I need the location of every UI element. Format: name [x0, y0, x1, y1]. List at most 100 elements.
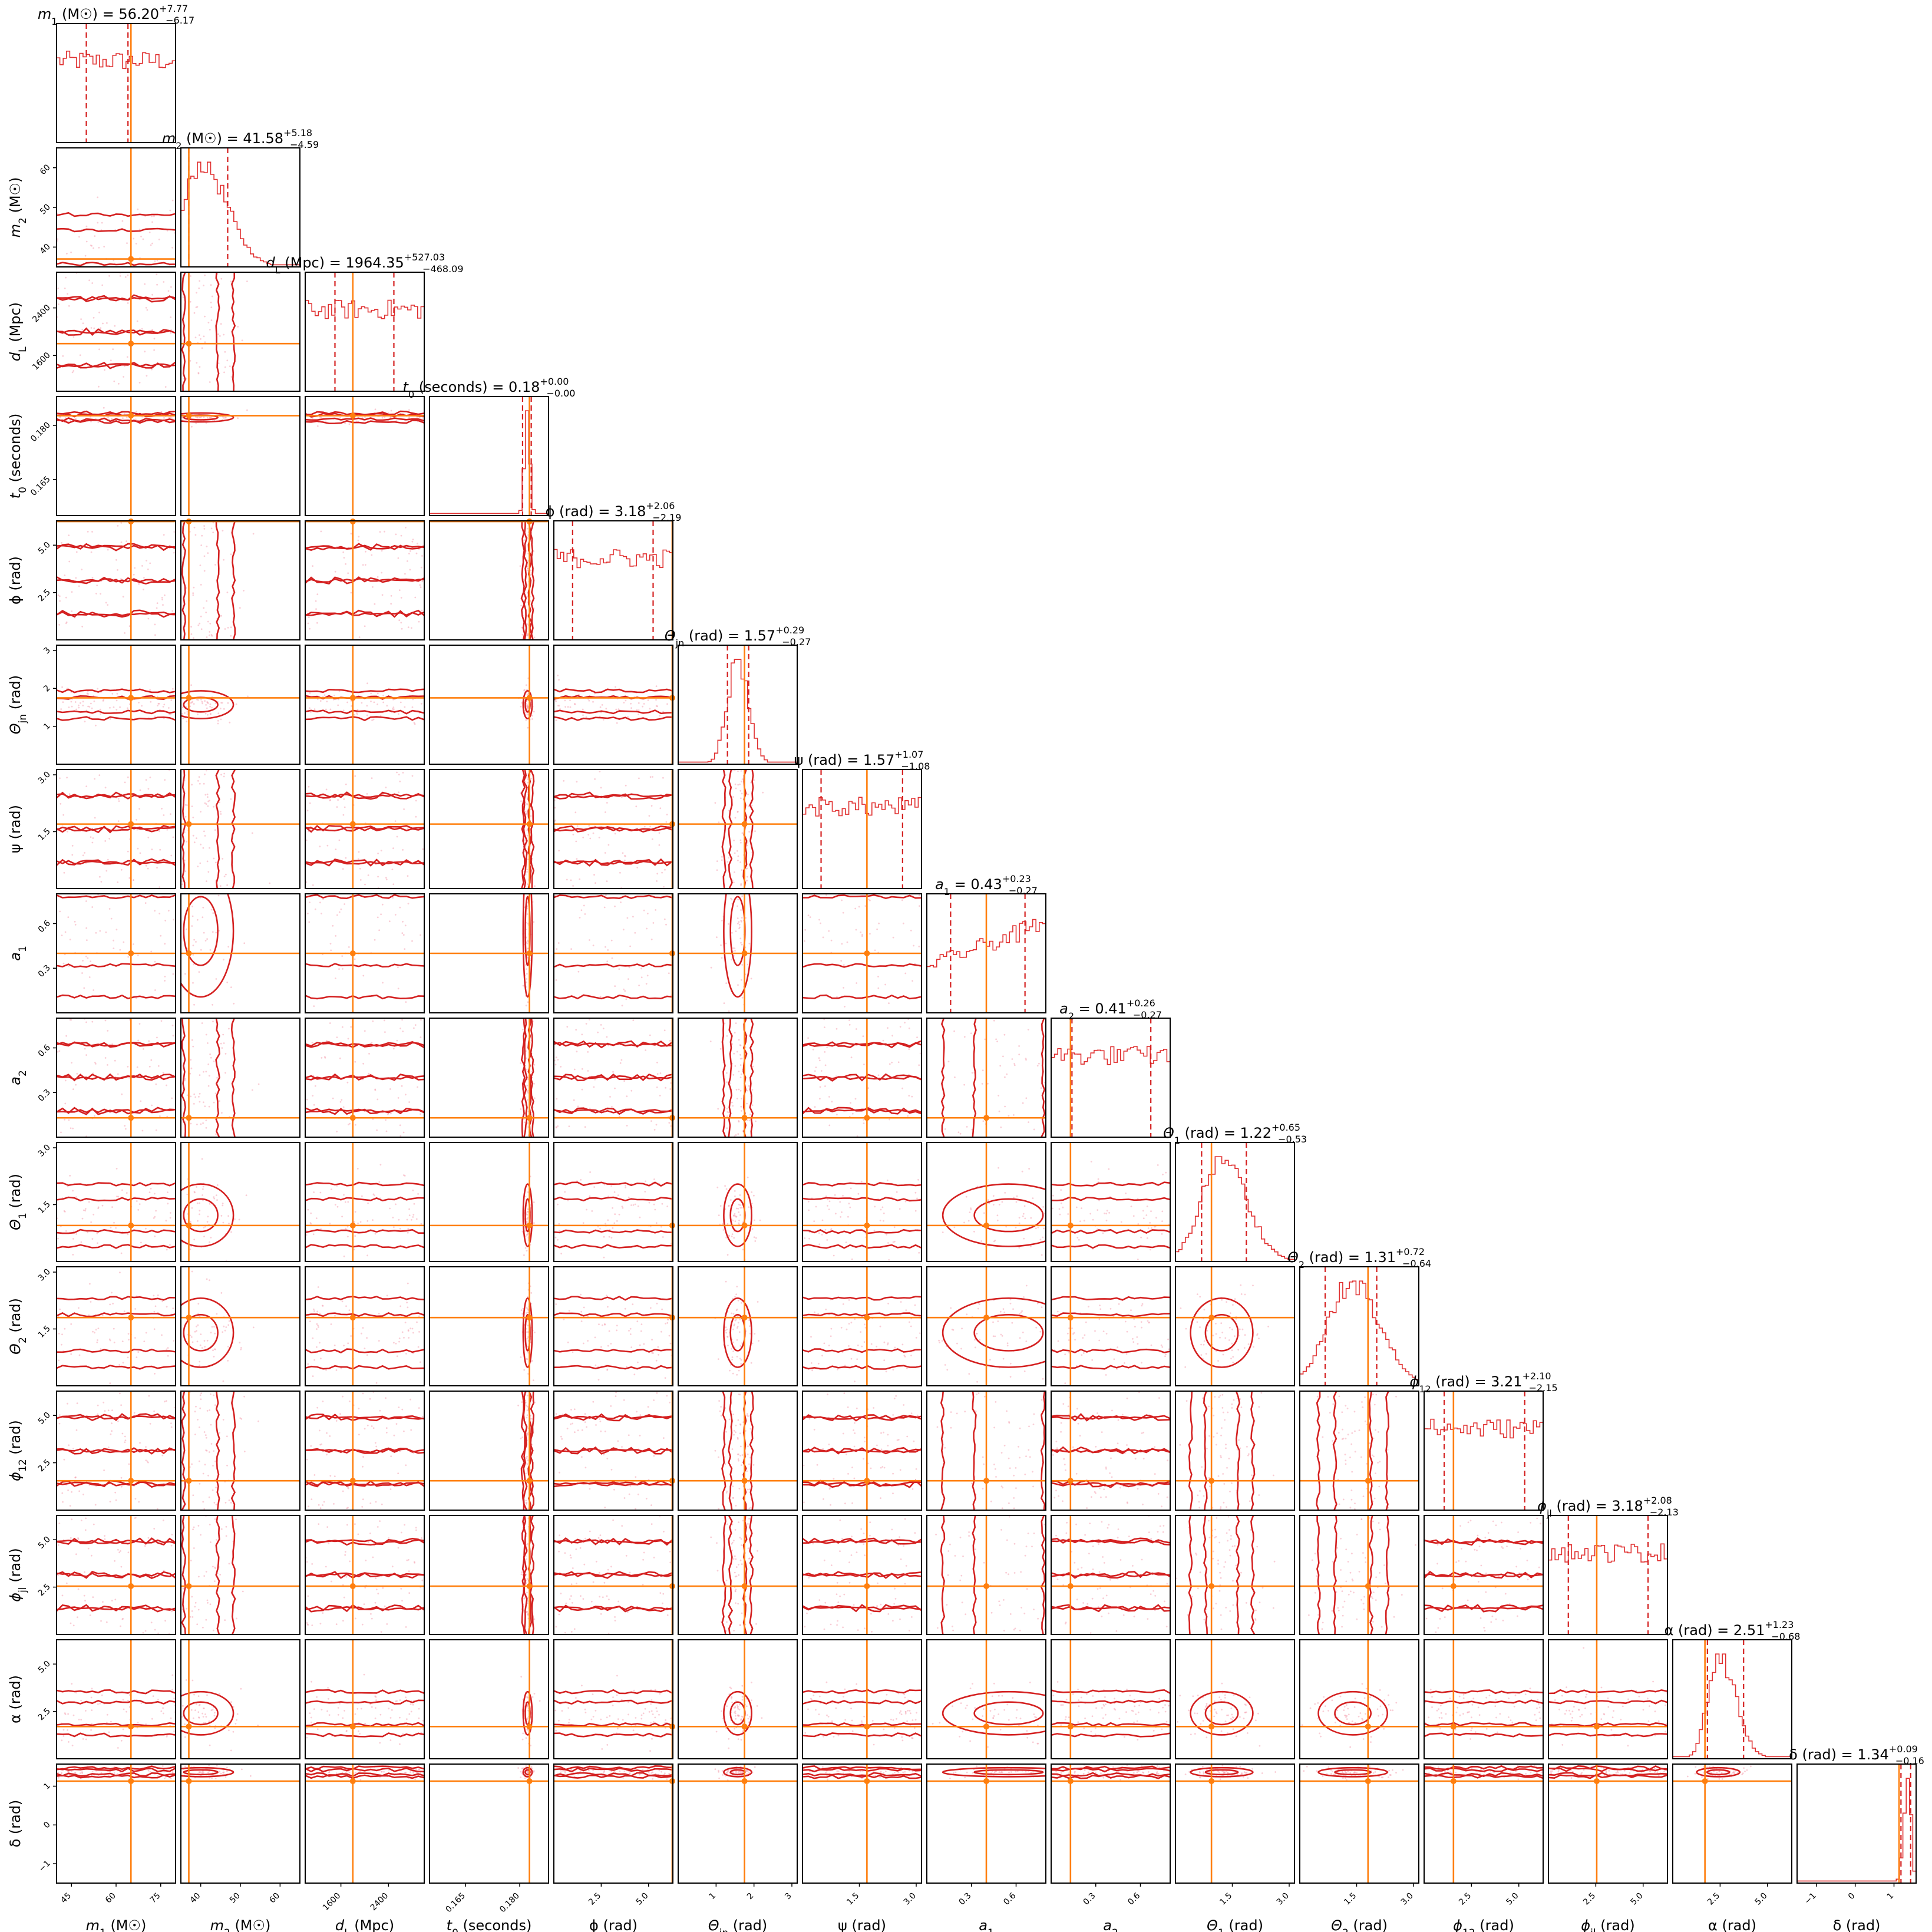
- sample-point: [372, 1193, 375, 1195]
- contour-line: [57, 1481, 176, 1487]
- sample-point: [1220, 1508, 1221, 1510]
- sample-point: [230, 1231, 232, 1233]
- sample-point: [630, 1204, 632, 1206]
- sample-point: [148, 1191, 151, 1193]
- sample-point: [963, 1084, 965, 1086]
- sample-point: [1216, 1444, 1217, 1446]
- contour-line: [554, 1312, 673, 1317]
- sample-point: [1006, 1073, 1008, 1075]
- sample-point: [341, 1099, 343, 1101]
- truth-point: [983, 1478, 989, 1484]
- sample-point: [209, 706, 211, 708]
- sample-point: [604, 1323, 606, 1325]
- sample-point: [70, 251, 72, 253]
- sample-point: [524, 712, 527, 714]
- sample-point: [531, 715, 533, 717]
- sample-point: [150, 950, 153, 953]
- sample-point: [415, 800, 417, 802]
- sample-point: [737, 1322, 739, 1324]
- sample-point: [334, 1204, 336, 1206]
- contour-group: [305, 1181, 424, 1249]
- sample-point: [533, 636, 536, 639]
- contour-line: [57, 410, 176, 415]
- sample-point: [199, 782, 201, 785]
- sample-point: [94, 1115, 95, 1117]
- sample-point: [366, 705, 368, 707]
- sample-point: [147, 867, 149, 870]
- sample-point: [1004, 1105, 1006, 1108]
- sample-point: [919, 905, 920, 907]
- sample-point: [869, 899, 871, 901]
- sample-point: [527, 778, 529, 780]
- sample-point: [347, 1201, 349, 1203]
- sample-point: [207, 1042, 209, 1044]
- sample-point: [58, 1359, 60, 1362]
- sample-point: [848, 1323, 850, 1325]
- truth-point: [864, 950, 870, 956]
- sample-point: [638, 702, 640, 704]
- panel-frame: [678, 1391, 798, 1511]
- sample-point: [570, 879, 572, 881]
- sample-point: [907, 1115, 909, 1117]
- sample-point: [224, 351, 226, 353]
- sample-point: [739, 1076, 742, 1078]
- panel-title: m1 (M☉) = 56.20+7.77−6.17: [38, 3, 194, 27]
- sample-point: [217, 719, 219, 722]
- sample-point: [737, 770, 739, 772]
- sample-point: [408, 1208, 410, 1210]
- sample-point: [123, 376, 124, 378]
- sample-point: [203, 1071, 204, 1073]
- sample-point: [89, 1283, 91, 1285]
- sample-point: [740, 1359, 742, 1361]
- sample-point: [619, 1062, 622, 1064]
- sample-point: [531, 1071, 533, 1073]
- sample-point: [586, 1208, 587, 1211]
- sample-point: [156, 867, 158, 869]
- contour-line: [57, 688, 176, 693]
- sample-point: [196, 362, 198, 364]
- sample-point: [201, 1022, 203, 1024]
- sample-point: [113, 947, 115, 949]
- sample-point: [1036, 1302, 1039, 1304]
- sample-point: [195, 941, 197, 943]
- sample-point: [848, 1345, 850, 1347]
- sample-point: [94, 1504, 97, 1506]
- sample-point: [1097, 1412, 1098, 1414]
- sample-point: [200, 628, 203, 630]
- sample-point: [526, 1406, 529, 1408]
- sample-point: [643, 703, 645, 705]
- sample-point: [193, 312, 196, 314]
- sample-point: [655, 685, 658, 688]
- sample-point: [825, 1309, 827, 1310]
- sample-point: [847, 1473, 849, 1475]
- panel-frame: [678, 893, 798, 1013]
- sample-point: [119, 275, 121, 277]
- sample-point: [396, 1355, 398, 1358]
- sample-point: [971, 1072, 973, 1074]
- sample-point: [106, 322, 108, 324]
- sample-point: [906, 1367, 908, 1369]
- sample-point: [526, 1395, 529, 1396]
- contour-panel-11-1: 1.53.0Θ2 (rad): [7, 1266, 176, 1386]
- sample-point: [663, 886, 665, 888]
- sample-point: [731, 1448, 734, 1450]
- sample-point: [386, 705, 388, 707]
- contour-group: [57, 894, 176, 1000]
- sample-point: [348, 1124, 349, 1125]
- sample-point: [883, 1467, 886, 1469]
- truth-point: [186, 412, 192, 419]
- sample-point: [382, 695, 384, 696]
- sample-point: [874, 949, 876, 952]
- sample-point: [209, 1241, 210, 1243]
- sample-point: [918, 1064, 920, 1066]
- sample-point: [556, 1127, 558, 1129]
- sample-point: [900, 1301, 902, 1303]
- sample-point: [581, 1088, 583, 1091]
- sample-point: [385, 1432, 388, 1434]
- sample-point: [1142, 1210, 1144, 1212]
- sample-point: [203, 1508, 206, 1510]
- sample-point: [739, 1207, 742, 1209]
- sample-point: [527, 939, 529, 942]
- sample-point: [731, 1043, 734, 1045]
- sample-point: [819, 1098, 821, 1100]
